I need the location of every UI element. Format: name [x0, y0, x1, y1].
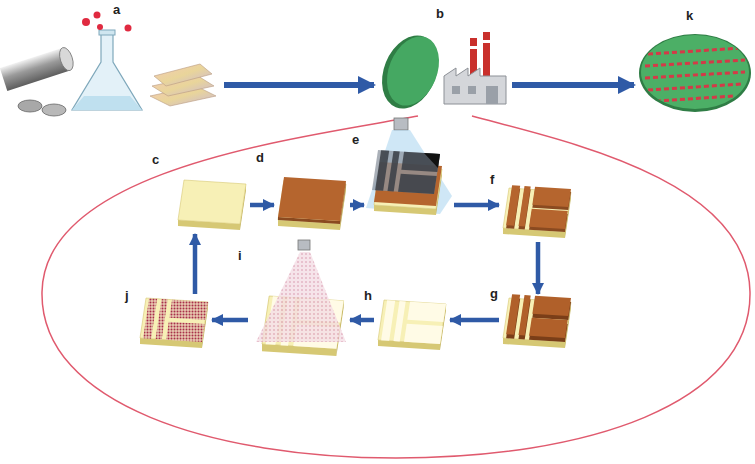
panel-letter: i — [238, 248, 242, 263]
panel-letter: e — [352, 132, 359, 147]
process-panel: e — [368, 118, 450, 218]
process-panel: i — [252, 240, 346, 358]
process-arrow — [512, 82, 634, 88]
panel-letter: f — [490, 172, 494, 187]
process-panel: c — [178, 178, 246, 230]
process-panel: g — [503, 298, 573, 348]
panel-letter: a — [113, 2, 120, 17]
process-panel: k — [638, 30, 752, 112]
process-panel: h — [378, 300, 446, 350]
process-arrow — [450, 318, 499, 323]
process-arrow — [350, 203, 364, 208]
panel-letter: b — [436, 6, 444, 21]
process-arrow — [350, 318, 374, 323]
panel-letter: g — [490, 286, 498, 301]
process-arrow — [212, 318, 248, 323]
process-panel: a — [5, 22, 220, 120]
panel-letter: d — [256, 150, 264, 165]
panel-letter: j — [125, 288, 129, 303]
process-arrow — [454, 203, 499, 208]
process-panel: d — [278, 178, 346, 230]
process-arrow — [250, 203, 274, 208]
process-arrow — [536, 242, 541, 294]
process-arrow — [193, 234, 198, 294]
process-arrow — [224, 82, 374, 88]
panel-letter: c — [152, 152, 159, 167]
panel-letter: k — [686, 8, 693, 23]
process-panel: f — [503, 188, 573, 238]
process-panel: j — [140, 298, 208, 348]
process-panel: b — [378, 28, 508, 112]
panel-letter: h — [364, 288, 372, 303]
